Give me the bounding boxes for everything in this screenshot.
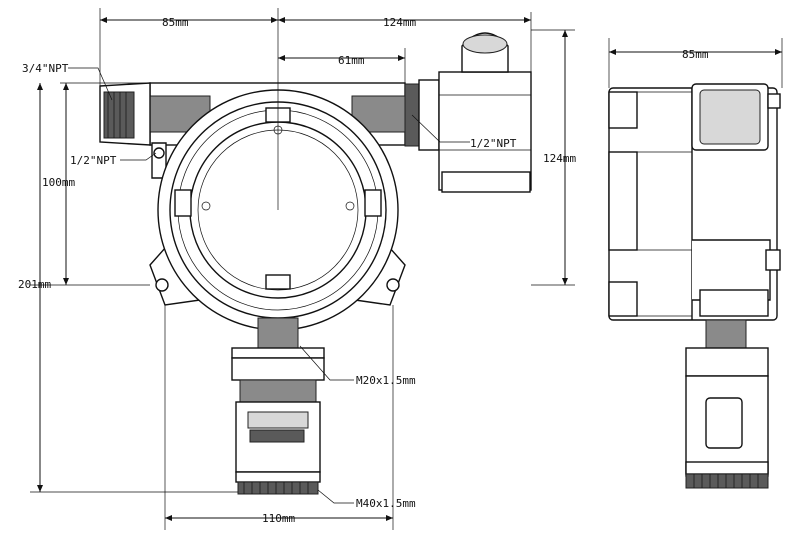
left-npt-fitting (99, 82, 167, 179)
label-m20: M20x1.5mm (356, 374, 416, 387)
dim-110mm-label: 110mm (262, 512, 295, 525)
leader-lines (68, 67, 470, 504)
dim-100mm-label: 100mm (42, 176, 75, 189)
bottom-sensor-head (231, 317, 325, 495)
side-sensor-head (685, 319, 769, 489)
dim-85mm-label: 85mm (162, 16, 189, 29)
label-1-2-npt-left: 1/2"NPT (70, 154, 117, 167)
label-1-2-npt-right: 1/2"NPT (470, 137, 517, 150)
dim-61mm-label: 61mm (338, 54, 365, 67)
extension-lines (30, 8, 575, 530)
label-m40: M40x1.5mm (356, 497, 416, 510)
dim-124mm-right-label: 124mm (543, 152, 576, 165)
right-sensor-housing (404, 32, 532, 193)
dim-124mm-top-label: 124mm (383, 16, 416, 29)
dimension-lines (37, 17, 568, 521)
side-housing (608, 83, 781, 321)
label-3-4-npt: 3/4"NPT (22, 62, 69, 75)
front-view: 85mm 124mm 61mm 124mm 100mm 201mm 110mm … (18, 8, 576, 530)
dim-201mm-label: 201mm (18, 278, 51, 291)
side-view: 85mm (608, 38, 783, 489)
side-dim-85mm-label: 85mm (682, 48, 709, 61)
